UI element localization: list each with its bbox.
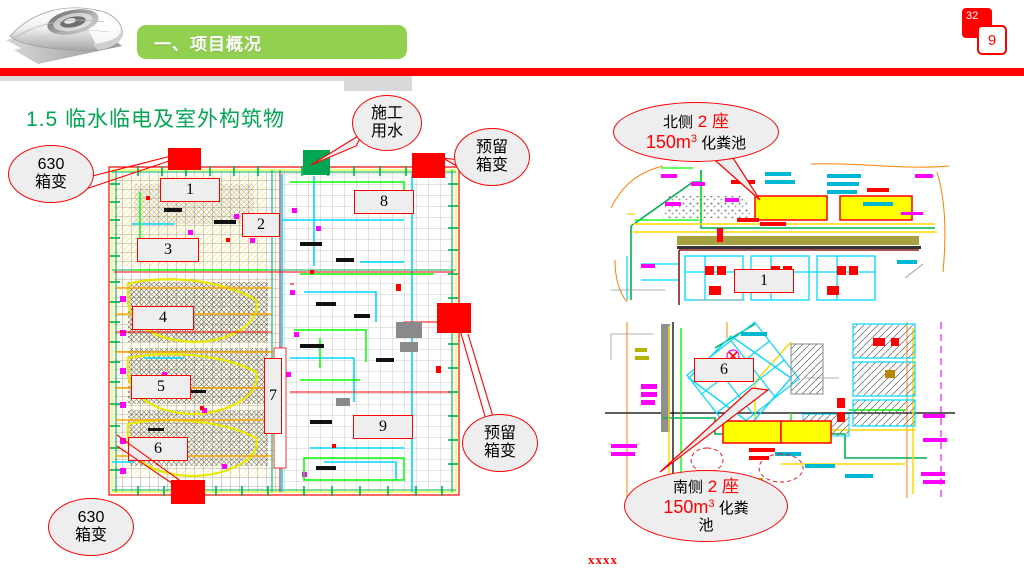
callout-north-septic-line2: 150m3 化粪池 — [645, 131, 747, 152]
section-header-label: 一、项目概况 — [154, 34, 262, 54]
plan-label-2: 2 — [242, 213, 280, 237]
plan-label-3-text: 3 — [164, 241, 172, 258]
plan-label-6: 6 — [128, 437, 188, 461]
plan-label-1-text: 1 — [186, 181, 194, 198]
page-total-label: 32 — [966, 10, 979, 22]
callout-south-septic-line3: 池 — [698, 516, 714, 534]
north-plan-label-1-text: 1 — [760, 272, 768, 289]
callout-south-septic-line2: 150m3 化粪 — [663, 497, 749, 518]
callout-630-bottom: 630 箱变 — [48, 498, 134, 556]
callout-reserved-bottom-line2: 箱变 — [483, 443, 516, 460]
train-logo-icon — [4, 2, 130, 68]
page-title: 1.5 临水临电及室外构筑物 — [26, 108, 286, 131]
callout-630-bottom-line2: 箱变 — [74, 527, 107, 544]
callout-reserved-top-line2: 箱变 — [475, 157, 508, 174]
header-red-rule — [0, 68, 1024, 76]
callout-south-septic: 南侧 2 座 150m3 化粪 池 — [624, 470, 788, 542]
callout-reserved-top: 预留 箱变 — [454, 128, 530, 186]
header-grey-strip — [0, 76, 412, 81]
page-current-label: 9 — [987, 31, 997, 49]
plan-label-9: 9 — [353, 415, 413, 439]
callout-construction-water-line1: 施工 — [370, 105, 403, 123]
plan-label-2-text: 2 — [257, 216, 265, 233]
callout-630-top-line1: 630 — [37, 156, 65, 174]
south-septic-tank-plan — [605, 318, 955, 503]
south-plan-label-6: 6 — [694, 358, 754, 382]
south-plan-label-6-text: 6 — [720, 361, 728, 378]
callout-north-septic-line1: 北侧 2 座 — [663, 111, 729, 131]
footer-text: xxxx — [588, 552, 618, 567]
callout-630-bottom-line1: 630 — [77, 509, 105, 527]
plan-label-7-text: 7 — [269, 387, 277, 404]
plan-label-4: 4 — [132, 306, 194, 330]
callout-reserved-bottom-line1: 预留 — [483, 425, 516, 443]
callout-630-top-line2: 箱变 — [34, 174, 67, 191]
callout-construction-water-line2: 用水 — [370, 123, 403, 140]
plan-label-4-text: 4 — [159, 309, 167, 326]
plan-label-5: 5 — [131, 375, 191, 399]
plan-label-3: 3 — [137, 238, 199, 262]
plan-label-5-text: 5 — [157, 378, 165, 395]
callout-construction-water: 施工 用水 — [352, 95, 422, 151]
plan-label-8-text: 8 — [380, 193, 388, 210]
water-point-marker — [303, 150, 330, 175]
callout-south-septic-line1: 南侧 2 座 — [673, 477, 739, 497]
transformer-marker-630-bottom — [171, 480, 205, 504]
transformer-marker-reserved-top — [412, 153, 445, 178]
plan-label-1: 1 — [160, 178, 220, 202]
transformer-marker-reserved-mid — [437, 303, 471, 333]
page-current-chip: 9 — [977, 25, 1007, 55]
header-grey-block — [344, 76, 412, 91]
callout-630-top: 630 箱变 — [8, 145, 94, 203]
callout-reserved-bottom: 预留 箱变 — [462, 414, 538, 472]
section-header-pill: 一、项目概况 — [137, 25, 407, 59]
callout-north-septic: 北侧 2 座 150m3 化粪池 — [613, 102, 779, 162]
transformer-marker-630-top — [168, 148, 201, 170]
plan-label-8: 8 — [354, 190, 414, 214]
plan-label-6-text: 6 — [154, 440, 162, 457]
callout-reserved-top-line1: 预留 — [475, 139, 508, 157]
plan-label-7: 7 — [264, 358, 282, 434]
north-plan-label-1: 1 — [734, 269, 794, 293]
plan-label-9-text: 9 — [379, 418, 387, 435]
